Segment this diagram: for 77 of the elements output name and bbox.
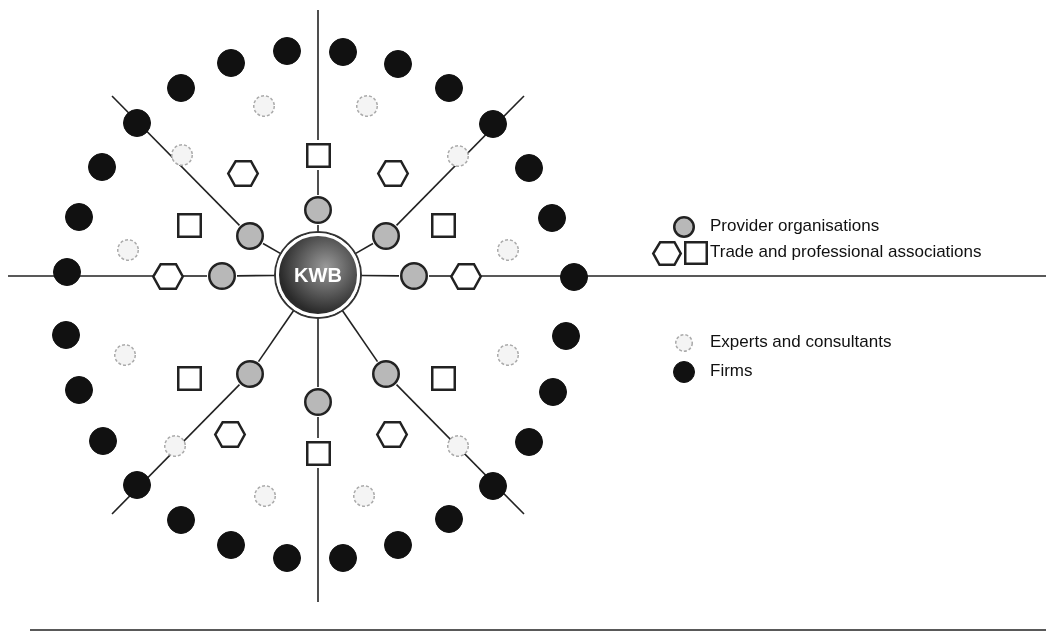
provider-circle (304, 196, 332, 224)
connector-line (317, 169, 319, 196)
association-square (305, 440, 331, 466)
firm-circle (52, 321, 80, 349)
association-hexagon (152, 262, 184, 290)
firm-circle (479, 472, 507, 500)
firm-circle (384, 531, 412, 559)
firm-circle (515, 154, 543, 182)
association-square (305, 142, 331, 168)
connector-line (354, 242, 374, 255)
expert-circle (497, 239, 519, 261)
firm-circle (329, 544, 357, 572)
connector-line (317, 317, 319, 388)
association-hexagon (450, 262, 482, 290)
firm-circle (167, 506, 195, 534)
firm-circle (435, 74, 463, 102)
firm-circle (329, 38, 357, 66)
firm-circle (123, 109, 151, 137)
connector-line (317, 224, 319, 233)
legend-label: Trade and professional associations (710, 242, 982, 262)
provider-circle (304, 388, 332, 416)
hub-circle: KWB (276, 233, 360, 317)
firm-circle (65, 376, 93, 404)
expert-circle (253, 95, 275, 117)
expert-circle (171, 144, 193, 166)
provider-circle (372, 222, 400, 250)
expert-circle (254, 485, 276, 507)
firm-circle (65, 203, 93, 231)
firm-circle (53, 258, 81, 286)
connector-line (257, 309, 295, 363)
firm-circle (538, 204, 566, 232)
association-hexagon (227, 159, 259, 187)
association-square (430, 365, 456, 391)
firm-circle (479, 110, 507, 138)
legend-label: Firms (710, 361, 753, 381)
expert-circle (353, 485, 375, 507)
firm-circle (123, 471, 151, 499)
connector-line (341, 309, 379, 363)
firm-circle (88, 153, 116, 181)
expert-circle (497, 344, 519, 366)
connector-line (360, 274, 400, 277)
firm-circle (217, 49, 245, 77)
legend-label: Experts and consultants (710, 332, 892, 352)
firm-circle (539, 378, 567, 406)
expert-circle (447, 435, 469, 457)
firm-circle (552, 322, 580, 350)
legend-label: Provider organisations (710, 216, 880, 236)
association-square (176, 212, 202, 238)
connector-line (428, 275, 452, 277)
expert-circle (114, 344, 136, 366)
provider-circle (236, 222, 264, 250)
firm-circle (273, 37, 301, 65)
connector-line (317, 416, 319, 439)
expert-circle (117, 239, 139, 261)
association-hexagon (377, 159, 409, 187)
firm-circle (384, 50, 412, 78)
firm-circle (167, 74, 195, 102)
firm-circle (89, 427, 117, 455)
connector-line (236, 274, 276, 277)
firm-circle (217, 531, 245, 559)
expert-circle (356, 95, 378, 117)
provider-circle (208, 262, 236, 290)
association-square (176, 365, 202, 391)
firm-circle (273, 544, 301, 572)
connector-line (182, 275, 208, 277)
firm-circle (435, 505, 463, 533)
connector-line (262, 242, 282, 255)
firm-circle (515, 428, 543, 456)
expert-circle (447, 145, 469, 167)
association-square (430, 212, 456, 238)
expert-circle (164, 435, 186, 457)
provider-circle (400, 262, 428, 290)
provider-circle (236, 360, 264, 388)
association-hexagon (376, 420, 408, 448)
provider-circle (372, 360, 400, 388)
firm-circle (560, 263, 588, 291)
association-hexagon (214, 420, 246, 448)
